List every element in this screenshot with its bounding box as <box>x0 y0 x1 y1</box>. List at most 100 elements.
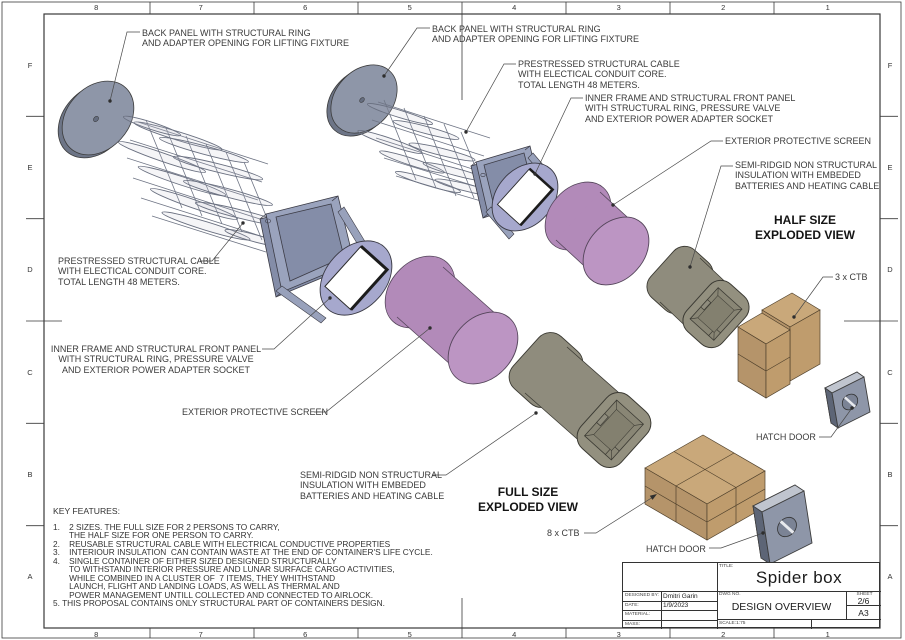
mass-label: MASS: <box>625 621 640 627</box>
view-title-line: FULL SIZE <box>497 485 559 499</box>
zone-letter: A <box>887 572 893 582</box>
key-features-list: 1. 2 SIZES. THE FULL SIZE FOR 2 PERSONS … <box>53 523 433 608</box>
date-label: DATE: <box>625 602 639 608</box>
callout-screen-half: EXTERIOR PROTECTIVE SCREEN <box>725 136 871 146</box>
callout-line: EXTERIOR PROTECTIVE SCREEN <box>725 136 872 146</box>
zone-number: 5 <box>407 2 412 12</box>
view-title-line: EXPLODED VIEW <box>754 228 855 242</box>
key-feature-line: 4. SINGLE CONTAINER OF EITHER SIZED DESI… <box>53 555 337 566</box>
callout-cable-half: PRESTRESSED STRUCTURAL CABLE WITH ELECTI… <box>518 59 680 90</box>
zone-number: 4 <box>512 2 517 12</box>
zone-letter: B <box>27 469 33 479</box>
drawing-title: Spider box <box>755 568 843 587</box>
sheet-value: 2/6 <box>857 596 870 606</box>
callout-line: PRESTRESSED STRUCTURAL CABLE <box>518 59 680 69</box>
zone-letter: F <box>887 60 893 70</box>
callout-line: BACK PANEL WITH STRUCTURAL RING <box>432 24 601 34</box>
material-label: MATERIAL: <box>625 612 650 617</box>
zone-letter: F <box>27 60 33 70</box>
leader-lines <box>108 27 854 549</box>
zone-number: 6 <box>303 629 308 639</box>
callout-line: AND EXTERIOR POWER ADAPTER SOCKET <box>585 113 774 124</box>
callout-line: INNER FRAME AND STRUCTURAL FRONT PANEL <box>585 93 796 103</box>
zone-number: 4 <box>512 629 517 639</box>
back-panel-half <box>326 64 398 137</box>
zone-number: 7 <box>198 2 203 12</box>
insulation-full <box>508 332 652 468</box>
key-feature-line: TO WITHSTAND INTERIOR PRESSURE AND LUNAR… <box>53 564 395 575</box>
callout-hatch-half: HATCH DOOR <box>756 432 816 442</box>
callout-line: HATCH DOOR <box>756 432 816 442</box>
callout-line: INSULATION WITH EMBEDED <box>735 170 861 181</box>
zone-number: 8 <box>94 2 99 12</box>
callout-line: WITH STRUCTURAL RING, PRESSURE VALVE <box>585 103 781 114</box>
zone-number: 7 <box>198 629 203 639</box>
callout-hatch-full: HATCH DOOR <box>646 544 706 554</box>
callout-back-panel-half: BACK PANEL WITH STRUCTURAL RING AND ADAP… <box>432 24 639 45</box>
back-panel-full <box>57 80 135 159</box>
callout-inner-frame-full: INNER FRAME AND STRUCTURAL FRONT PANEL W… <box>50 344 262 375</box>
hatch-door-full <box>752 484 813 565</box>
callout-back-panel-full: BACK PANEL WITH STRUCTURAL RING AND ADAP… <box>142 28 349 49</box>
zone-number: 3 <box>616 629 621 639</box>
ctb-boxes-half <box>737 292 821 399</box>
zone-number: 1 <box>825 629 830 639</box>
callout-insulation-half: SEMI-RIDGID NON STRUCTURAL INSULATION WI… <box>735 160 879 191</box>
leader-dots <box>108 74 854 535</box>
scale-value: SCALE:1:75 <box>719 621 746 626</box>
view-title-half: HALF SIZE EXPLODED VIEW <box>740 213 870 243</box>
zone-number: 3 <box>616 2 621 12</box>
key-feature-line: LAUNCH, FLIGHT AND LANDING LOADS, AS WEL… <box>53 581 340 592</box>
callout-line: AND ADAPTER OPENING FOR LIFTING FIXTURE <box>432 34 640 45</box>
zone-letter: C <box>27 367 33 377</box>
zone-letter: D <box>27 265 33 275</box>
title-block: TITLE: Spider box DESIGNED BY: Dmitri Ga… <box>622 562 881 629</box>
view-title-full: FULL SIZE EXPLODED VIEW <box>458 485 598 515</box>
key-feature-line: WHILE COMBINED IN A CLUSTER OF 7 ITEMS, … <box>53 572 336 583</box>
sheet-label: SHEET <box>856 592 873 597</box>
callout-line: TOTAL LENGTH 48 METERS. <box>518 79 640 90</box>
callout-line: TOTAL LENGTH 48 METERS. <box>58 276 180 287</box>
callout-line: SEMI-RIDGID NON STRUCTURAL <box>300 470 443 480</box>
date-value: 1/9/2023 <box>663 602 689 609</box>
dwg-no-value: DESIGN OVERVIEW <box>731 601 832 613</box>
zone-letter: B <box>887 469 893 479</box>
callout-line: BATTERIES AND HEATING CABLE <box>300 490 445 501</box>
callout-line: AND ADAPTER OPENING FOR LIFTING FIXTURE <box>142 38 350 49</box>
key-feature-line: POWER MANAGEMENT UNTILL COLLECTED AND CO… <box>53 589 374 600</box>
key-feature-line: THE HALF SIZE FO​R ONE PERSON TO CARRY. <box>53 530 254 541</box>
key-feature-line: 1. 2 SIZES. THE FULL SIZE FOR 2 PERSONS … <box>53 522 280 532</box>
front-ring-half <box>491 162 559 232</box>
callout-ctb-full: 8 x CTB <box>547 528 580 538</box>
zone-letter: D <box>887 265 893 275</box>
callout-line: WITH STRUCTURAL RING, PRESSURE VALVE <box>58 354 254 365</box>
zone-number: 2 <box>721 629 726 639</box>
title-label: TITLE: <box>719 564 734 569</box>
callout-line: 3 x CTB <box>835 272 868 282</box>
callout-line: PRESTRESSED STRUCTURAL CABLE <box>58 256 220 266</box>
structural-cable-full <box>118 115 286 253</box>
ctb-boxes-full <box>644 434 766 541</box>
key-features-heading: KEY FEATURES: <box>53 506 121 516</box>
zone-number: 5 <box>407 629 412 639</box>
front-ring-full <box>319 240 393 316</box>
zone-letter: A <box>27 572 33 582</box>
callout-line: INNER FRAME AND STRUCTURAL FRONT PANEL <box>50 344 262 354</box>
half-size-view <box>326 64 871 429</box>
insulation-half <box>646 245 750 349</box>
callout-line: SEMI-RIDGID NON STRUCTURAL <box>735 160 878 170</box>
callout-line: 8 x CTB <box>547 528 580 538</box>
callout-insulation-full: SEMI-RIDGID NON STRUCTURAL INSULATION WI… <box>300 470 444 501</box>
callout-inner-frame-half: INNER FRAME AND STRUCTURAL FRONT PANEL W… <box>585 93 795 124</box>
callout-line: INSULATION WITH EMBEDED <box>300 480 426 491</box>
zone-number: 6 <box>303 2 308 12</box>
zone-letter: E <box>27 162 33 172</box>
callout-ctb-half: 3 x CTB <box>835 272 868 282</box>
center-marks <box>26 2 898 638</box>
dwg-no-label: DWG NO. <box>719 592 741 597</box>
